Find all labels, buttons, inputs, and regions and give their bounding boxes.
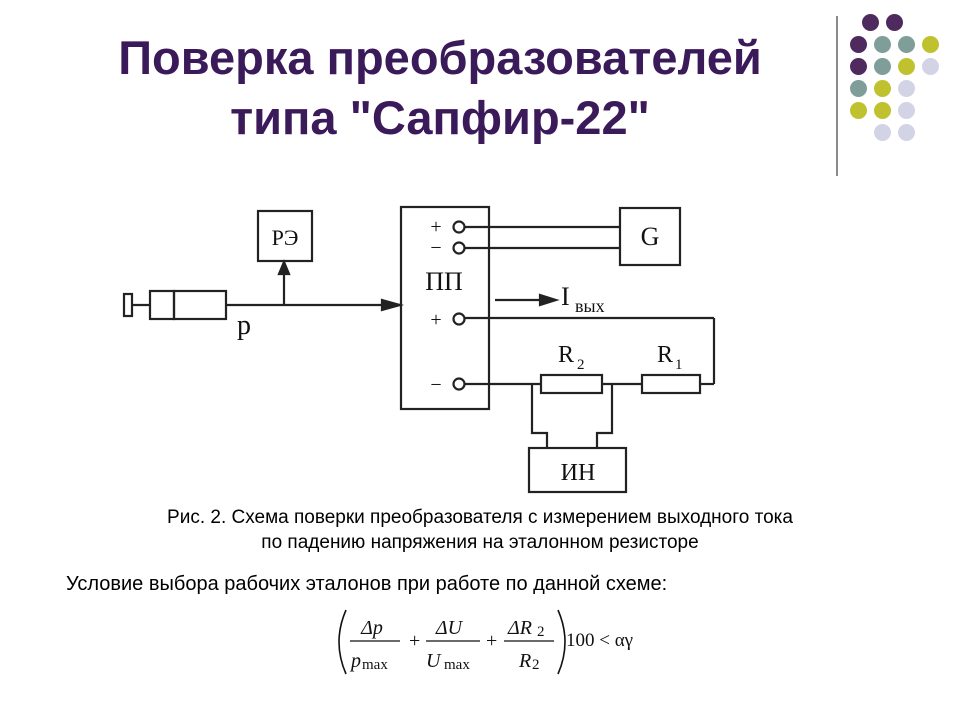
decor-dot: [898, 36, 915, 53]
lead-in-right: [595, 384, 614, 448]
r2-resistor: [539, 373, 604, 395]
r2-subscript: 2: [577, 357, 585, 373]
decor-dot: [898, 80, 915, 97]
frac2-numerator: ΔU: [435, 617, 464, 639]
formula-tail: 100 < αγ: [566, 630, 633, 651]
g-box: [618, 206, 682, 267]
decor-dot: [898, 58, 915, 75]
g-minus-label: −: [430, 237, 441, 259]
decor-dot: [886, 14, 903, 31]
slide-title: Поверка преобразователей типа "Сапфир-22…: [60, 28, 820, 148]
caption-line-1: Рис. 2. Схема поверки преобразователя с …: [167, 507, 793, 528]
out-minus-label: −: [430, 374, 441, 396]
figure-caption: Рис. 2. Схема поверки преобразователя с …: [80, 505, 880, 555]
piston-handle: [122, 292, 134, 318]
decor-dot: [922, 36, 939, 53]
terminal-g-plus: [452, 220, 466, 234]
pp-box: [399, 205, 491, 411]
i-out-label: I: [561, 282, 570, 311]
frac2-denominator: U: [426, 650, 442, 672]
frac2-denominator-sub: max: [444, 657, 470, 673]
formula: Δp p max + ΔU U max + ΔR 2 R 2 100 < αγ: [338, 609, 633, 675]
current-arrow-head: [538, 293, 560, 307]
decor-dot: [898, 102, 915, 119]
g-label: G: [641, 222, 660, 251]
frac3-denominator: R: [518, 650, 531, 672]
re-label: РЭ: [272, 225, 299, 250]
g-plus-label: +: [430, 216, 441, 238]
frac1-numerator: Δp: [360, 617, 383, 639]
r1-subscript: 1: [675, 357, 683, 373]
r1-label: R: [657, 342, 673, 368]
frac1-denominator: p: [349, 650, 361, 672]
terminal-out-plus: [452, 312, 466, 326]
formula-left-paren: [338, 609, 347, 675]
piston-head: [148, 289, 176, 321]
terminal-out-minus: [452, 377, 466, 391]
formula-right-paren: [557, 609, 566, 675]
pressure-arrow: [380, 298, 405, 312]
decor-dot: [850, 58, 867, 75]
decor-dot: [850, 80, 867, 97]
decor-dot: [874, 102, 891, 119]
decor-dot: [922, 58, 939, 75]
frac3-denominator-sub: 2: [532, 657, 540, 673]
terminal-g-minus: [452, 241, 466, 255]
decor-dot: [874, 124, 891, 141]
decor-dot: [850, 102, 867, 119]
decor-dot: [874, 58, 891, 75]
decor-dot: [874, 80, 891, 97]
i-out-subscript: вых: [575, 296, 605, 316]
decor-dot: [898, 124, 915, 141]
r2-label: R: [558, 342, 574, 368]
decor-divider: [836, 16, 838, 176]
in-box: [527, 446, 628, 494]
piston-cylinder: [172, 289, 228, 321]
out-plus-label: +: [430, 309, 441, 331]
pressure-label: p: [237, 310, 251, 341]
r1-resistor: [640, 373, 702, 395]
pp-label: ПП: [425, 267, 463, 296]
title-line-2: типа "Сапфир-22": [230, 91, 650, 144]
decor-dot: [874, 36, 891, 53]
re-branch-arrow: [277, 259, 291, 276]
frac1-denominator-sub: max: [362, 657, 388, 673]
caption-line-2: по падению напряжения на эталонном резис…: [261, 532, 699, 553]
title-line-1: Поверка преобразователей: [118, 31, 762, 84]
lead-in-left: [530, 384, 549, 448]
frac3-numerator: ΔR: [507, 617, 532, 639]
plus-2: +: [486, 630, 497, 652]
decor-dot: [850, 36, 867, 53]
re-box: [256, 209, 314, 263]
condition-text: Условие выбора рабочих эталонов при рабо…: [66, 573, 668, 595]
plus-1: +: [409, 630, 420, 652]
in-label: ИН: [561, 460, 596, 486]
decor-dot: [862, 14, 879, 31]
frac3-numerator-sub: 2: [537, 624, 545, 640]
